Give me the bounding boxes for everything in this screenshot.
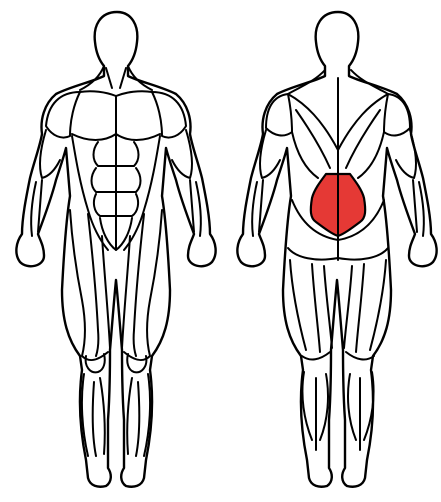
back-body-figure — [237, 12, 436, 487]
front-body-figure — [16, 12, 215, 487]
